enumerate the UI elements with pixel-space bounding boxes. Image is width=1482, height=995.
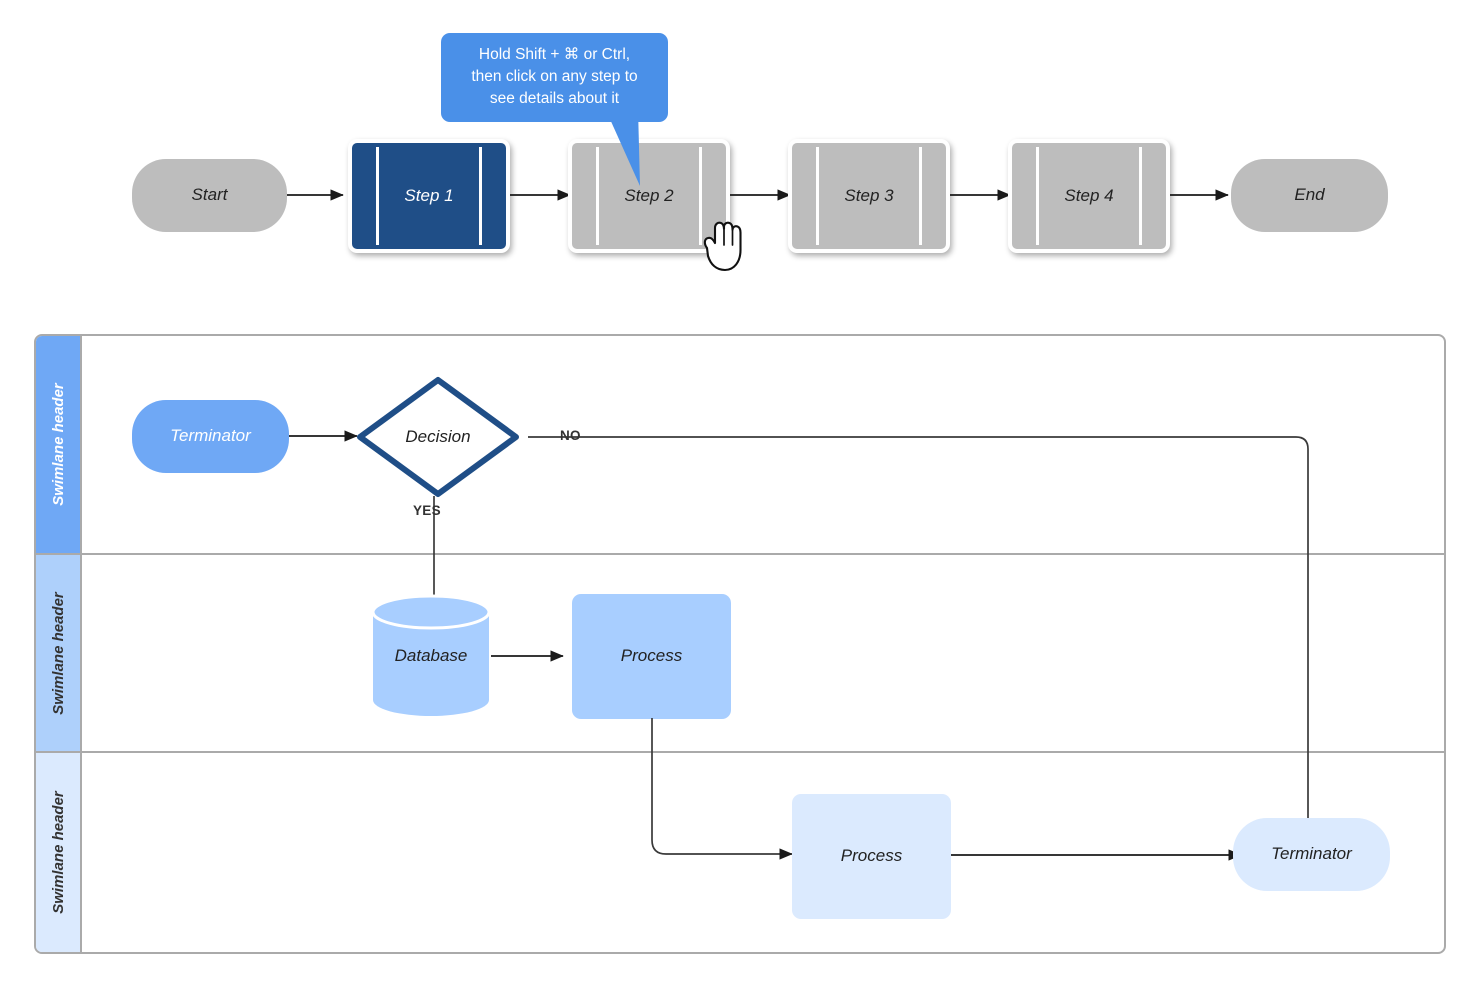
lane2-header-label: Swimlane header [49,591,67,715]
lane-divider-2 [36,751,1444,753]
predefined-process-right-bar-icon [919,147,922,245]
edge-yes-path [428,496,440,615]
predefined-process-left-bar-icon [596,147,599,245]
shape-decision-label: Decision [405,426,471,446]
shape-process-mid[interactable]: Process [572,594,731,719]
flow-node-step4[interactable]: Step 4 [1008,139,1170,253]
shape-terminator-bottom-label: Terminator [1271,844,1352,864]
swimlane-diagram: Swimlane header Swimlane header Swimlane… [34,334,1446,954]
predefined-process-right-bar-icon [1139,147,1142,245]
arrow-database-to-process [491,650,564,662]
arrow-start-to-step1 [287,189,344,201]
predefined-process-left-bar-icon [376,147,379,245]
arrow-step4-to-end [1170,189,1229,201]
flow-node-step2[interactable]: Step 2 [568,139,730,253]
arrow-step3-to-step4 [950,189,1011,201]
flow-node-end-label: End [1294,185,1325,205]
flow-node-start[interactable]: Start [132,159,287,232]
shape-database-label: Database [394,645,468,665]
predefined-process-right-bar-icon [699,147,702,245]
shape-terminator-top-label: Terminator [170,426,251,446]
lane1-header-label: Swimlane header [49,383,67,506]
predefined-process-left-bar-icon [1036,147,1039,245]
sidebar-item-lane1-header[interactable]: Swimlane header [36,336,82,553]
tooltip-tail-icon [605,108,640,186]
arrow-terminator-to-decision [289,430,358,442]
tooltip-line-3: see details about it [489,90,620,107]
tooltip-line-1: Hold Shift + ⌘ or Ctrl, [478,46,631,63]
edge-process-to-process-path [651,718,793,860]
predefined-process-right-bar-icon [479,147,482,245]
shape-database[interactable] [371,594,491,716]
shape-decision[interactable] [354,374,522,500]
flow-node-start-label: Start [191,185,228,205]
lane3-header-label: Swimlane header [49,791,67,914]
tooltip-line-2: then click on any step to [471,68,638,85]
flow-node-step3-label: Step 3 [844,185,894,205]
shape-process-bottom[interactable]: Process [792,794,951,919]
sidebar-item-lane2-header[interactable]: Swimlane header [36,555,82,751]
flow-node-step1[interactable]: Step 1 [348,139,510,253]
predefined-process-left-bar-icon [816,147,819,245]
edge-label-yes: YES [413,503,441,518]
flow-node-end[interactable]: End [1231,159,1388,232]
flow-node-step3[interactable]: Step 3 [788,139,950,253]
edge-label-no: NO [560,428,581,443]
shape-terminator-top[interactable]: Terminator [132,400,289,473]
shape-terminator-bottom[interactable]: Terminator [1233,818,1390,891]
shape-process-bottom-label: Process [840,846,903,866]
shift-click-hint-tooltip: Hold Shift + ⌘ or Ctrl, then click on an… [441,33,668,122]
shape-decision-label-wrap: Decision [354,374,522,500]
edge-no-path [528,436,1314,844]
lane-divider-1 [36,553,1444,555]
arrow-step2-to-step3 [730,189,791,201]
arrow-step1-to-step2 [510,189,571,201]
flow-node-step1-label: Step 1 [404,185,454,205]
shape-database-label-wrap: Database [371,596,491,716]
arrow-process-to-terminator [951,849,1242,861]
sidebar-item-lane3-header[interactable]: Swimlane header [36,753,82,952]
flow-node-step4-label: Step 4 [1064,185,1114,205]
shape-process-mid-label: Process [620,646,683,666]
